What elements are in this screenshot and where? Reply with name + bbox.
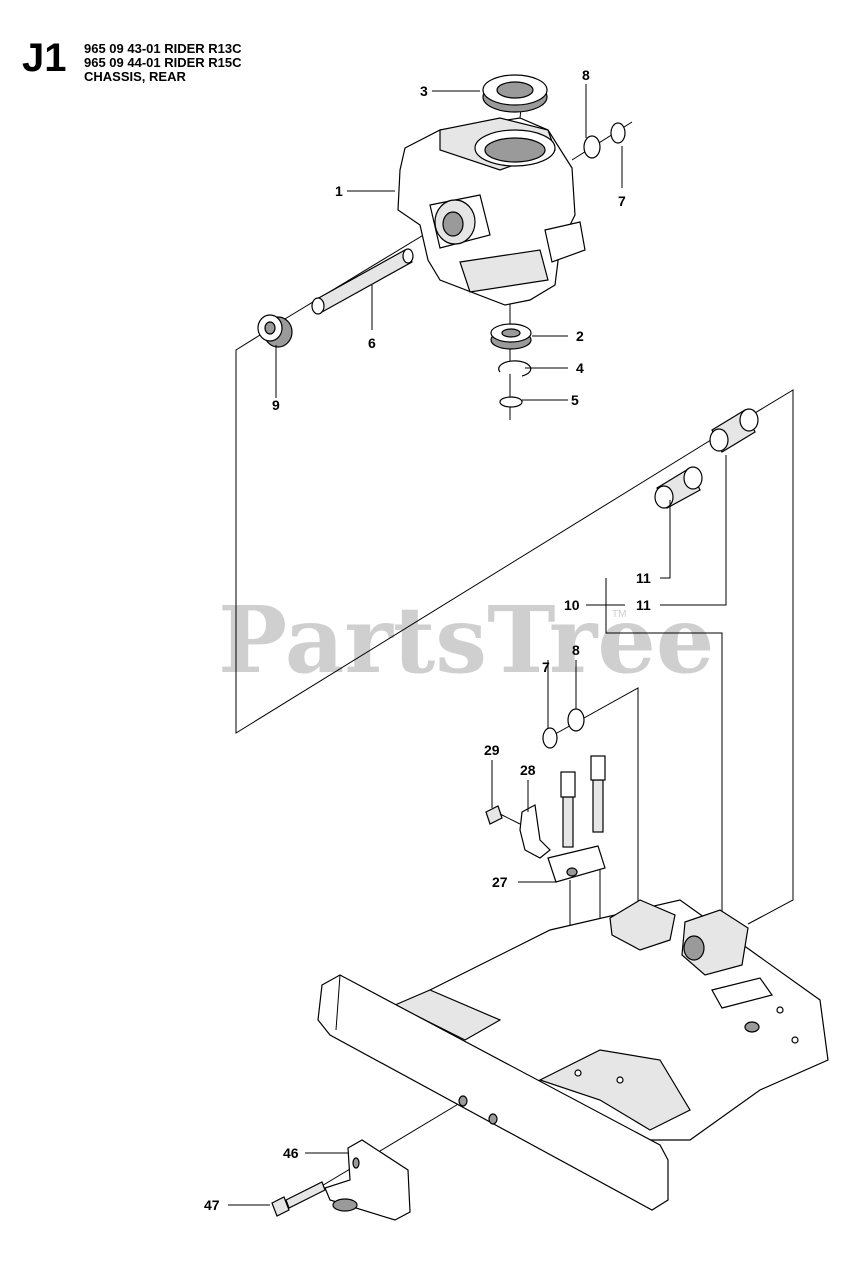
axis-line-pin <box>269 224 441 329</box>
header-line-model-r13c: 965 09 43-01 RIDER R13C <box>84 41 242 56</box>
callout-10: 10 <box>564 597 580 613</box>
part-7-ring-top <box>610 122 626 144</box>
part-29-screw <box>485 805 521 825</box>
part-11-spacers <box>654 408 759 509</box>
part-1-housing <box>397 99 586 306</box>
assembly-line-right <box>739 389 794 925</box>
callout-9: 9 <box>272 397 280 413</box>
watermark-text: PartsTree <box>218 586 714 694</box>
part-46-hitch-bracket <box>324 1139 411 1221</box>
diagram-header: J1 965 09 43-01 RIDER R13C 965 09 44-01 … <box>22 38 342 98</box>
callout-leaders <box>228 84 727 1206</box>
callout-7-mid: 7 <box>542 659 550 675</box>
part-8-washer-mid <box>567 708 585 732</box>
callout-4: 4 <box>576 360 584 376</box>
part-47-bolt <box>271 1181 326 1217</box>
part-9-bushing <box>257 314 293 348</box>
part-5-ring <box>499 396 523 408</box>
callout-29: 29 <box>484 742 500 758</box>
header-line-model-r15c: 965 09 44-01 RIDER R15C <box>84 55 242 70</box>
callout-46: 46 <box>283 1145 299 1161</box>
callout-28: 28 <box>520 762 536 778</box>
callout-8-top: 8 <box>582 67 590 83</box>
watermark-tm: TM <box>612 609 626 620</box>
callout-11-upper: 11 <box>636 570 651 586</box>
callout-11-lower: 11 <box>636 597 651 613</box>
part-7-ring-mid <box>542 727 558 749</box>
callout-47: 47 <box>204 1197 220 1213</box>
callout-8-mid: 8 <box>572 642 580 658</box>
header-line-assembly-title: CHASSIS, REAR <box>84 69 186 84</box>
callout-labels: 3 1 8 7 6 9 2 4 5 11 11 10 7 8 29 28 27 … <box>204 67 651 1213</box>
callout-5: 5 <box>571 392 579 408</box>
part-4-circlip <box>498 360 532 377</box>
part-3-bearing <box>482 74 548 113</box>
callout-1: 1 <box>335 183 343 199</box>
part-2-bearing <box>490 323 532 350</box>
part-6-pin <box>311 248 414 315</box>
part-27-bracket <box>547 845 606 935</box>
part-8-washer-top <box>583 135 601 159</box>
chassis-frame <box>388 899 829 1141</box>
bracket-bolts <box>560 755 606 848</box>
section-code: J1 <box>22 36 67 80</box>
callout-3: 3 <box>420 83 428 99</box>
callout-6: 6 <box>368 335 376 351</box>
callout-27: 27 <box>492 874 508 890</box>
chassis-bumper <box>317 974 669 1211</box>
part-28-clip <box>519 804 551 859</box>
callout-7-top: 7 <box>618 193 626 209</box>
assembly-line-left <box>235 334 741 734</box>
callout-2: 2 <box>576 328 584 344</box>
